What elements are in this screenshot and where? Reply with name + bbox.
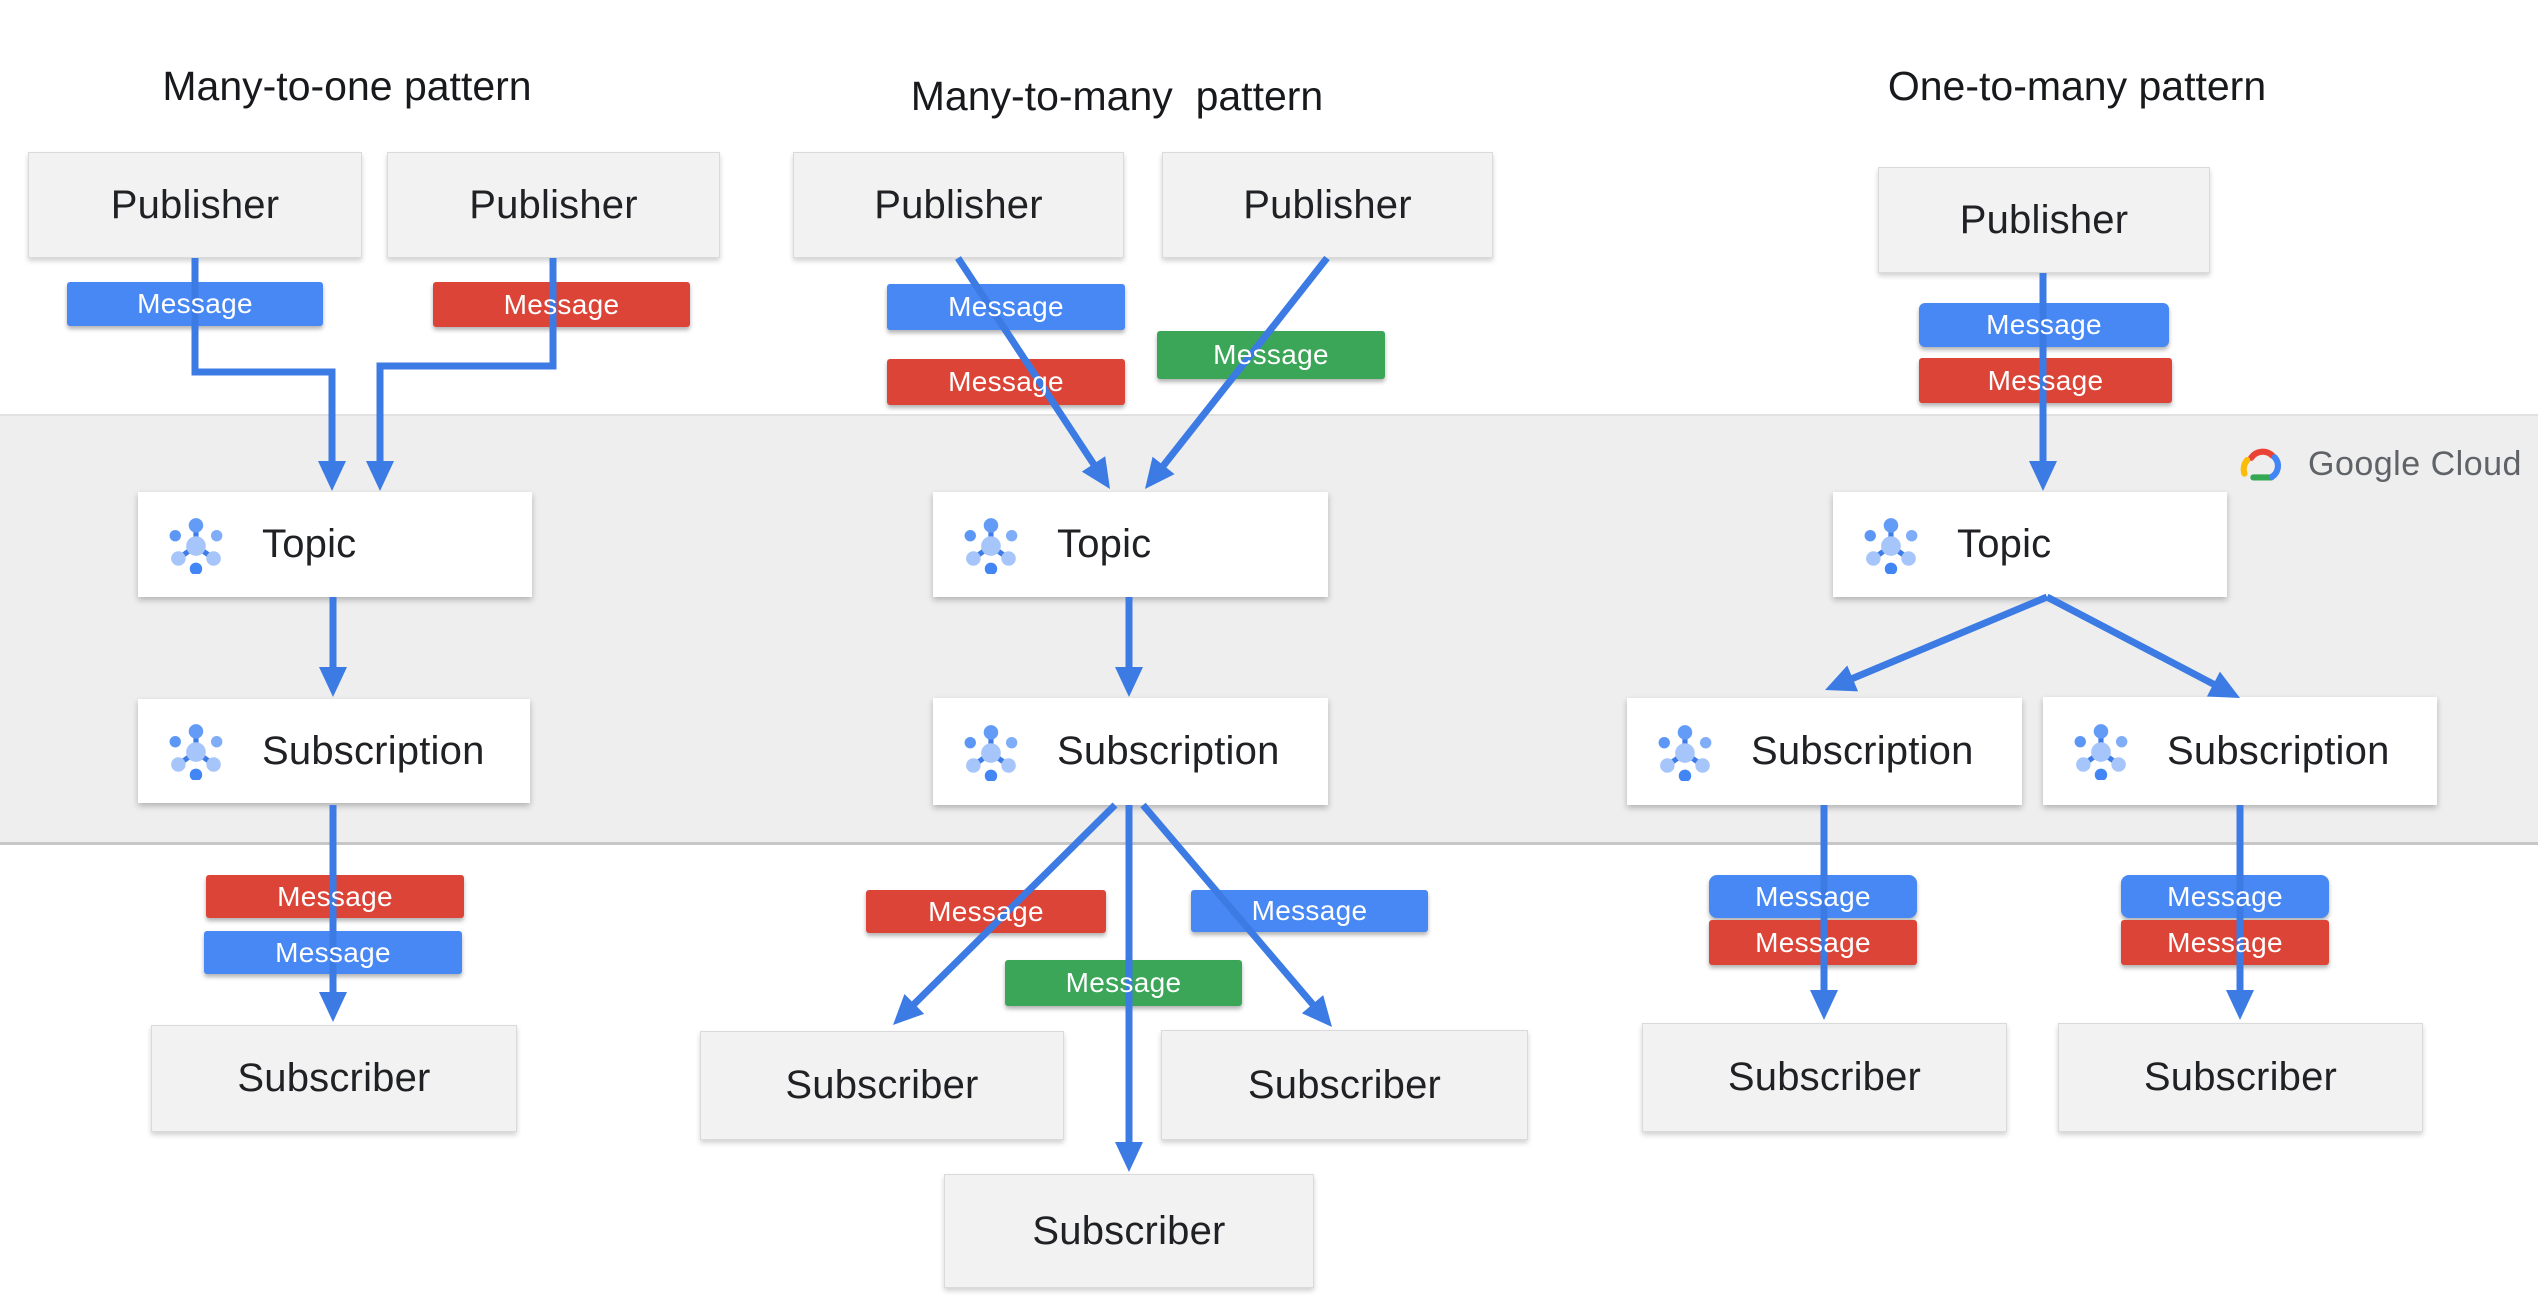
publisher-box: Publisher <box>1162 152 1493 258</box>
message-badge-blue: Message <box>1191 890 1428 932</box>
pubsub-topic-icon <box>169 517 223 574</box>
message-badge-blue: Message <box>1919 303 2169 347</box>
arrowhead-icon <box>2226 990 2254 1020</box>
message-badge-label: Message <box>503 288 620 320</box>
publisher-box-label: Publisher <box>110 182 280 227</box>
publisher-box-label: Publisher <box>469 182 638 227</box>
arrowhead-icon <box>319 992 347 1022</box>
pattern-title: Many-to-many pattern <box>910 73 1324 119</box>
message-badge-green: Message <box>1005 960 1242 1006</box>
message-badge-blue: Message <box>67 282 323 326</box>
subscription-box-label: Subscription <box>2167 728 2390 773</box>
message-badge-label: Message <box>1213 339 1329 370</box>
message-badge-blue: Message <box>1709 875 1917 918</box>
message-badge-blue: Message <box>2121 875 2329 918</box>
message-badge-red: Message <box>2121 920 2329 965</box>
subscriber-box: Subscriber <box>1642 1023 2007 1132</box>
publisher-box-label: Publisher <box>1243 182 1412 227</box>
arrowhead-icon <box>1301 995 1332 1027</box>
message-badge-label: Message <box>1986 309 2102 340</box>
message-badge-label: Message <box>1755 926 1871 958</box>
publisher-box-label: Publisher <box>1959 197 2129 242</box>
arrowhead-icon <box>893 993 925 1025</box>
message-badge-label: Message <box>2167 926 2283 958</box>
message-badge-green: Message <box>1157 331 1385 379</box>
subscriber-box-label: Subscriber <box>1247 1062 1442 1107</box>
topic-box: Topic <box>1833 492 2227 597</box>
publisher-box: Publisher <box>387 152 720 258</box>
topic-box-label: Topic <box>1057 522 1152 566</box>
message-badge-label: Message <box>1251 895 1368 926</box>
subscriber-box: Subscriber <box>1161 1030 1528 1140</box>
pattern-title: Many-to-one pattern <box>162 63 532 109</box>
topic-box: Topic <box>138 492 532 597</box>
message-badge-label: Message <box>2167 880 2283 912</box>
pattern-title: One-to-many pattern <box>1887 63 2267 109</box>
pubsub-subscription-icon <box>2074 724 2128 780</box>
arrowhead-icon <box>1810 990 1838 1020</box>
message-badge-label: Message <box>1987 364 2104 396</box>
message-badge-red: Message <box>887 359 1125 405</box>
message-badge-label: Message <box>1755 880 1871 912</box>
subscription-box-label: Subscription <box>1751 729 1974 773</box>
publisher-box: Publisher <box>793 152 1124 258</box>
pubsub-subscription-icon <box>1658 724 1712 781</box>
message-badge-blue: Message <box>887 284 1125 330</box>
subscriber-box: Subscriber <box>944 1174 1314 1288</box>
subscriber-box: Subscriber <box>151 1025 517 1132</box>
arrowhead-icon <box>1115 1142 1143 1172</box>
pubsub-topic-icon <box>964 517 1018 574</box>
topic-box-label: Topic <box>1957 522 2052 566</box>
publisher-box: Publisher <box>1878 167 2210 273</box>
publisher-box-label: Publisher <box>874 182 1043 227</box>
pubsub-subscription-icon <box>169 724 223 780</box>
subscriber-box: Subscriber <box>700 1031 1064 1140</box>
subscriber-box: Subscriber <box>2058 1023 2423 1132</box>
subscriber-box-label: Subscriber <box>1032 1208 1226 1253</box>
subscription-box: Subscription <box>1627 698 2022 805</box>
subscription-box-label: Subscription <box>262 728 485 773</box>
subscription-box: Subscription <box>933 698 1328 805</box>
subscriber-box-label: Subscriber <box>1727 1055 1922 1099</box>
subscriber-box-label: Subscriber <box>237 1056 431 1100</box>
message-badge-red: Message <box>866 890 1106 933</box>
message-badge-red: Message <box>206 875 464 918</box>
subscription-box-label: Subscription <box>1057 729 1280 773</box>
google-cloud-icon <box>2240 448 2282 481</box>
topic-box-label: Topic <box>262 522 357 566</box>
message-badge-label: Message <box>948 366 1064 397</box>
google-cloud-wordmark: Google Cloud <box>2308 444 2522 483</box>
subscription-box: Subscription <box>2043 697 2437 805</box>
message-badge-label: Message <box>928 895 1044 927</box>
message-badge-label: Message <box>137 288 253 319</box>
message-badge-label: Message <box>277 880 393 912</box>
topic-box: Topic <box>933 492 1328 597</box>
message-badge-blue: Message <box>204 931 462 974</box>
subscriber-box-label: Subscriber <box>785 1063 979 1107</box>
message-badge-label: Message <box>1065 967 1182 998</box>
message-badge-label: Message <box>275 936 391 968</box>
subscriber-box-label: Subscriber <box>2143 1055 2338 1099</box>
pubsub-subscription-icon <box>964 724 1018 781</box>
message-badge-label: Message <box>948 291 1064 322</box>
subscription-box: Subscription <box>138 699 530 803</box>
google-cloud-logo: Google Cloud <box>2236 440 2522 488</box>
message-badge-red: Message <box>1919 358 2172 403</box>
publisher-box: Publisher <box>28 152 362 258</box>
message-badge-red: Message <box>433 282 690 327</box>
message-badge-red: Message <box>1709 920 1917 965</box>
pubsub-topic-icon <box>1864 517 1918 574</box>
